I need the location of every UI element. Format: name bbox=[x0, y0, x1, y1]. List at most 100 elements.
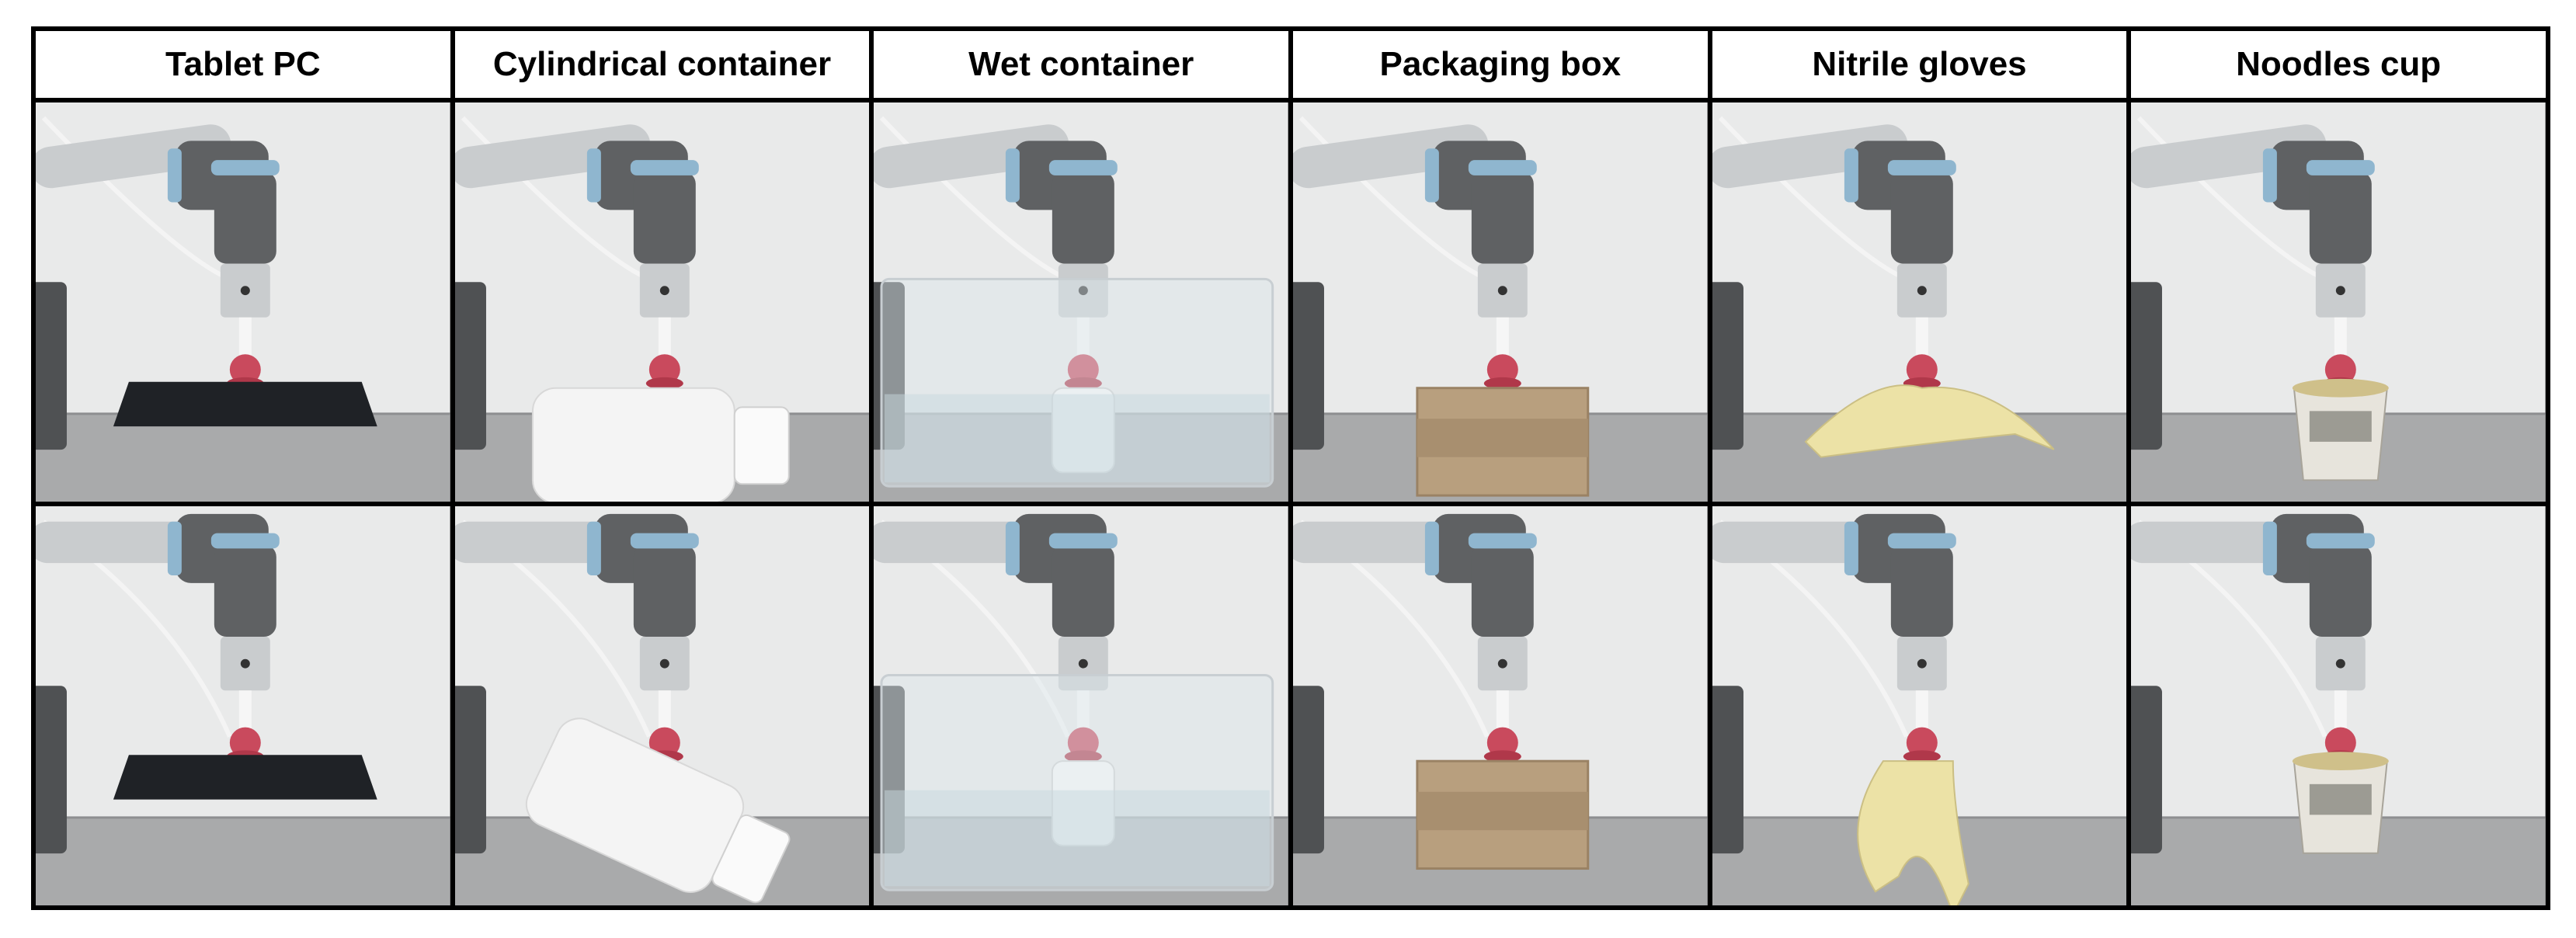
flange-screw bbox=[2336, 286, 2346, 296]
scene bbox=[1712, 102, 2127, 502]
scene bbox=[2131, 102, 2546, 502]
gripper-stem bbox=[658, 690, 671, 737]
joint-cap bbox=[210, 160, 280, 175]
cup-label bbox=[2310, 783, 2373, 815]
robot-base bbox=[36, 282, 67, 450]
flange-screw bbox=[659, 286, 669, 296]
gripper-stem bbox=[1077, 317, 1090, 364]
suction-cup bbox=[1486, 727, 1518, 759]
wrist-cap bbox=[1424, 148, 1439, 203]
robot-base bbox=[1712, 282, 1743, 450]
suction-cup bbox=[648, 727, 680, 759]
photo-nitrile-gloves-lifted bbox=[1712, 506, 2127, 905]
scene bbox=[874, 102, 1288, 502]
container-cap bbox=[711, 814, 791, 904]
water bbox=[885, 790, 1271, 887]
robot-base bbox=[454, 282, 486, 450]
gripper-stem bbox=[658, 317, 671, 364]
cup-rim bbox=[2293, 378, 2390, 398]
photo-wet-container-resting bbox=[874, 102, 1288, 502]
suction-lip bbox=[645, 377, 683, 390]
forearm bbox=[1712, 124, 1908, 189]
vertical-joint bbox=[214, 171, 276, 264]
robot-base bbox=[2131, 282, 2163, 450]
joint-cap bbox=[1887, 160, 1956, 175]
column-header-noodles-cup: Noodles cup bbox=[2131, 31, 2546, 98]
forearm bbox=[454, 124, 651, 189]
container-body bbox=[531, 387, 735, 502]
joint-cap bbox=[2307, 160, 2376, 175]
water bbox=[885, 394, 1271, 483]
photo-noodles-cup-resting bbox=[2131, 102, 2546, 502]
vertical-joint bbox=[1052, 544, 1115, 637]
photo-packaging-box-lifted bbox=[1293, 506, 1708, 905]
column-header-nitrile-gloves: Nitrile gloves bbox=[1712, 31, 2127, 98]
gripper-stem bbox=[238, 317, 252, 364]
suction-cup bbox=[229, 727, 261, 759]
vertical-joint bbox=[1471, 171, 1534, 264]
gripper-stem bbox=[1496, 690, 1509, 737]
joint-cap bbox=[1887, 533, 1956, 549]
gripper-stem bbox=[1496, 317, 1509, 364]
vertical-joint bbox=[1890, 544, 1953, 637]
gripper-stem bbox=[1915, 317, 1928, 364]
joint-cap bbox=[210, 533, 280, 549]
suction-cup bbox=[1068, 727, 1100, 759]
wrist-cap bbox=[1844, 148, 1858, 203]
vertical-joint bbox=[1890, 171, 1953, 264]
scene bbox=[36, 506, 450, 905]
joint-cap bbox=[630, 533, 699, 549]
column-header-tablet-pc: Tablet PC bbox=[36, 31, 450, 98]
gripper-stem bbox=[238, 690, 252, 737]
photo-tablet-pc-resting bbox=[36, 102, 450, 502]
forearm bbox=[36, 124, 231, 189]
joint-cap bbox=[1049, 533, 1118, 549]
scene bbox=[36, 102, 450, 502]
column-header-cylindrical-container: Cylindrical container bbox=[454, 31, 870, 98]
box-tape bbox=[1417, 419, 1588, 457]
box-tape bbox=[1417, 791, 1588, 831]
joint-cap bbox=[630, 160, 699, 175]
flange-screw bbox=[659, 658, 669, 669]
suction-lip bbox=[1483, 377, 1521, 390]
flange-screw bbox=[240, 286, 250, 296]
wrist-cap bbox=[167, 521, 182, 575]
scene bbox=[454, 102, 870, 502]
vertical-joint bbox=[633, 171, 696, 264]
flange-screw bbox=[240, 658, 250, 669]
joint-cap bbox=[1468, 533, 1537, 549]
scene bbox=[874, 506, 1288, 905]
robot-base bbox=[454, 686, 486, 854]
photo-nitrile-gloves-resting bbox=[1712, 102, 2127, 502]
flange-screw bbox=[1079, 658, 1089, 669]
photo-cylindrical-container-lifted bbox=[454, 506, 870, 905]
suction-lip bbox=[1065, 377, 1103, 390]
scene bbox=[1293, 506, 1708, 905]
cup-rim bbox=[2293, 752, 2390, 771]
vertical-joint bbox=[633, 544, 696, 637]
joint-cap bbox=[1468, 160, 1537, 175]
cup-label bbox=[2310, 411, 2373, 442]
wrist-cap bbox=[1006, 148, 1020, 203]
robot-base bbox=[36, 686, 67, 854]
column-header-wet-container: Wet container bbox=[874, 31, 1288, 98]
suction-cup bbox=[2325, 727, 2357, 759]
photo-tablet-pc-lifted bbox=[36, 506, 450, 905]
wrist-cap bbox=[2263, 148, 2278, 203]
gripper-stem bbox=[1915, 690, 1928, 737]
joint-cap bbox=[1049, 160, 1118, 175]
flange-screw bbox=[1917, 286, 1927, 296]
suction-cup bbox=[1068, 354, 1100, 385]
figure-grid: Tablet PC Cylindrical container Wet cont… bbox=[31, 26, 2550, 910]
forearm bbox=[874, 124, 1069, 189]
robot-base bbox=[1293, 686, 1324, 854]
tablet-object bbox=[113, 755, 377, 800]
suction-lip bbox=[1903, 750, 1941, 763]
wrist-cap bbox=[167, 148, 182, 203]
suction-lip bbox=[1483, 750, 1521, 763]
gripper-stem bbox=[2334, 690, 2348, 737]
photo-noodles-cup-lifted bbox=[2131, 506, 2546, 905]
wrist-cap bbox=[1424, 521, 1439, 575]
container-cap bbox=[733, 406, 790, 485]
flange-screw bbox=[2336, 658, 2346, 669]
